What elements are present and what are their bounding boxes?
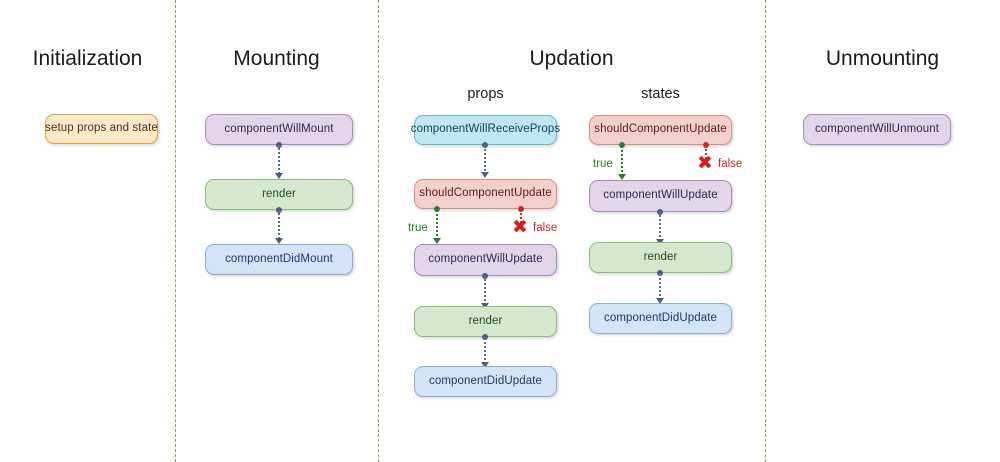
- connector-arrow: [274, 238, 283, 244]
- node-props-component-did-update[interactable]: componentDidUpdate: [414, 366, 557, 397]
- section-title-mounting: Mounting: [233, 47, 320, 70]
- branch-arrow-true: [432, 238, 441, 244]
- connector-arrow: [655, 298, 664, 304]
- node-component-will-mount[interactable]: componentWillMount: [205, 114, 353, 145]
- branch-label-states-false: false: [718, 158, 743, 170]
- divider-initialization-mounting: [175, 0, 176, 462]
- node-states-component-will-update[interactable]: componentWillUpdate: [589, 180, 732, 212]
- branch-connector-true: [436, 209, 438, 240]
- node-component-will-unmount[interactable]: componentWillUnmount: [803, 114, 951, 145]
- connector-will-mount-to-render: [278, 145, 280, 177]
- branch-label-props-false: false: [533, 222, 558, 234]
- section-title-unmounting: Unmounting: [825, 47, 940, 70]
- node-setup-props-and-state[interactable]: setup props and state: [45, 114, 158, 144]
- node-states-component-did-update[interactable]: componentDidUpdate: [589, 303, 732, 334]
- subsection-title-states: states: [641, 86, 680, 102]
- node-props-render[interactable]: render: [414, 306, 557, 337]
- divider-mounting-updation: [378, 0, 379, 462]
- branch-arrow-true: [617, 174, 626, 180]
- divider-updation-unmounting: [765, 0, 766, 462]
- subsection-title-props: props: [467, 86, 504, 102]
- x-mark-states-false-icon: ✖: [697, 152, 713, 174]
- branch-connector-false: [705, 145, 707, 159]
- branch-label-states-true: true: [593, 158, 613, 170]
- node-props-component-will-update[interactable]: componentWillUpdate: [414, 244, 557, 276]
- x-mark-props-false-icon: ✖: [512, 216, 528, 238]
- node-component-did-mount[interactable]: componentDidMount: [205, 244, 353, 275]
- node-props-should-component-update[interactable]: shouldComponentUpdate: [414, 179, 557, 209]
- branch-label-props-true: true: [408, 222, 428, 234]
- connector-arrow: [480, 172, 489, 178]
- branch-connector-true: [621, 145, 623, 176]
- connector-will-update-to-render: [484, 276, 486, 305]
- section-title-updation: Updation: [529, 47, 614, 70]
- section-title-initialization: Initialization: [32, 47, 143, 70]
- node-component-will-receive-props[interactable]: componentWillReceiveProps: [411, 115, 560, 145]
- connector-render-to-did-mount: [278, 210, 280, 242]
- node-states-render[interactable]: render: [589, 242, 732, 273]
- connector-will-update-to-render: [659, 212, 661, 241]
- connector-will-receive-props-to-should-update: [484, 145, 486, 175]
- node-mounting-render[interactable]: render: [205, 179, 353, 210]
- node-states-should-component-update[interactable]: shouldComponentUpdate: [589, 115, 732, 145]
- connector-render-to-did-update: [484, 337, 486, 364]
- connector-arrow: [274, 173, 283, 179]
- connector-render-to-did-update: [659, 273, 661, 300]
- connector-arrow: [480, 362, 489, 368]
- branch-connector-false: [520, 209, 522, 223]
